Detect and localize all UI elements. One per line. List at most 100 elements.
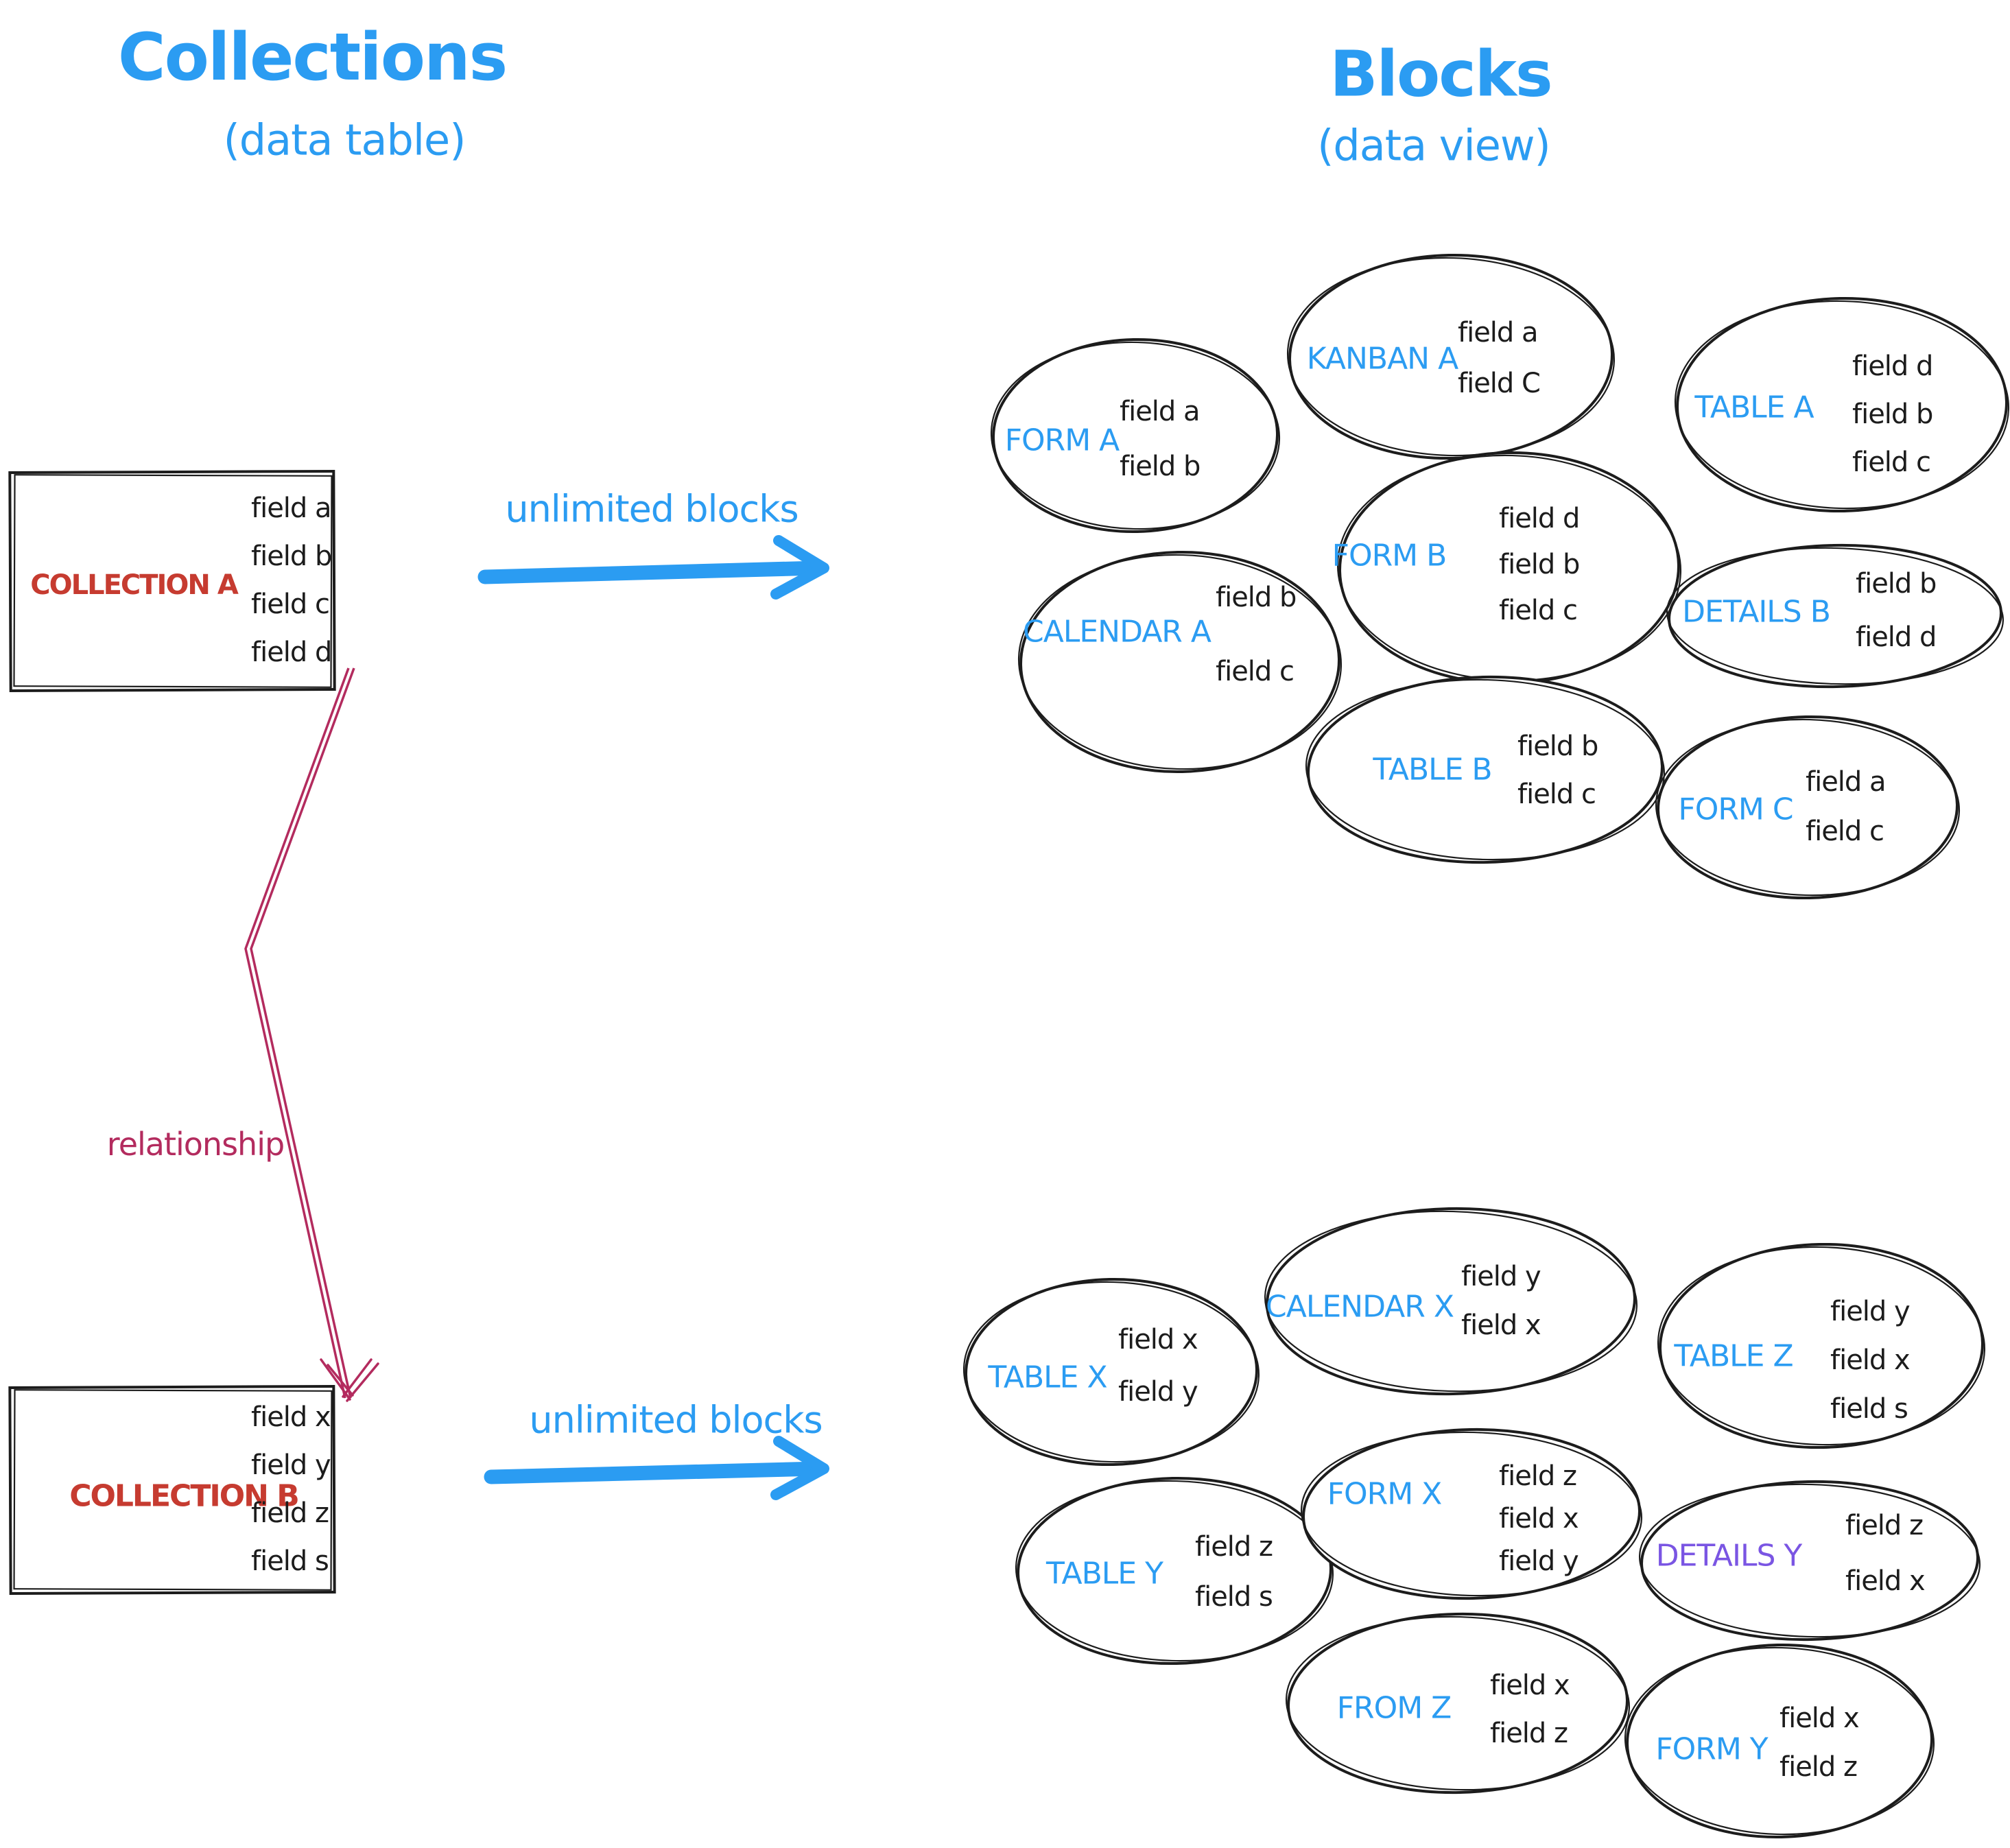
block-ellipse xyxy=(1287,1612,1629,1794)
unlimited-blocks-arrowhead xyxy=(770,1436,829,1500)
block-field: field b xyxy=(1499,549,1580,580)
block-ellipse xyxy=(1307,675,1664,864)
collection-box xyxy=(8,469,336,693)
block-field: field z xyxy=(1845,1510,1924,1541)
block-label: TABLE A xyxy=(1694,390,1814,425)
collection-field: field z xyxy=(251,1497,329,1529)
block-ellipse xyxy=(1288,253,1613,460)
unlimited-blocks-arrow xyxy=(477,560,826,584)
block-ellipse-inner-line xyxy=(962,1281,1260,1463)
blocks-title: Blocks xyxy=(1329,37,1552,111)
block-label: FORM Y xyxy=(1655,1731,1768,1767)
block-label: KANBAN A xyxy=(1306,341,1458,377)
relationship-arrowhead xyxy=(346,1362,379,1402)
block-label: TABLE B xyxy=(1373,752,1492,787)
block-ellipse-inner-line xyxy=(1624,1646,1935,1836)
blocks-subtitle: (data view) xyxy=(1317,120,1551,171)
block-field: field y xyxy=(1461,1261,1541,1292)
block-field: field x xyxy=(1780,1703,1860,1734)
block-label: FORM B xyxy=(1332,538,1447,573)
unlimited-blocks-arrowhead xyxy=(770,535,829,600)
relationship-arrow-label: relationship xyxy=(106,1126,285,1163)
collections-title: Collections xyxy=(117,20,508,95)
block-ellipse-inner-line xyxy=(1638,1483,1981,1638)
block-field: field s xyxy=(1830,1393,1908,1425)
block-field: field z xyxy=(1780,1751,1858,1783)
unlimited-blocks-label: unlimited blocks xyxy=(505,487,799,531)
block-ellipse-inner-line xyxy=(1305,678,1666,861)
block-field: field x xyxy=(1499,1503,1579,1535)
block-ellipse-inner-line xyxy=(1674,300,2010,510)
block-ellipse xyxy=(992,337,1279,534)
block-ellipse xyxy=(1266,1207,1636,1396)
block-ellipse-inner-line xyxy=(1286,257,1616,457)
collection-field: field b xyxy=(251,541,332,572)
block-label: TABLE Z xyxy=(1674,1338,1793,1374)
block-field: field C xyxy=(1458,368,1541,399)
block-ellipse xyxy=(1640,1480,1979,1642)
block-field: field z xyxy=(1195,1531,1273,1563)
collection-box xyxy=(8,1384,336,1596)
block-field: field b xyxy=(1517,731,1598,762)
block-field: field b xyxy=(1856,568,1937,600)
block-label: DETAILS Y xyxy=(1655,1538,1803,1574)
block-field: field x xyxy=(1118,1324,1198,1355)
collection-field: field y xyxy=(251,1449,331,1481)
block-field: field y xyxy=(1499,1545,1579,1577)
block-field: field z xyxy=(1499,1460,1577,1492)
block-ellipse-inner-line xyxy=(990,341,1281,530)
relationship-arrow-line xyxy=(250,667,355,1399)
block-ellipse xyxy=(1659,1242,1984,1449)
block-field: field c xyxy=(1216,656,1294,687)
block-label: FORM X xyxy=(1327,1476,1443,1512)
block-field: field d xyxy=(1499,503,1580,534)
block-label: FROM Z xyxy=(1336,1690,1452,1726)
block-field: field c xyxy=(1499,595,1578,626)
block-ellipse-inner-line xyxy=(1655,718,1961,897)
block-ellipse-inner-line xyxy=(1017,554,1343,770)
block-ellipse xyxy=(1657,715,1959,900)
block-field: field a xyxy=(1458,317,1539,348)
block-ellipse xyxy=(1017,1476,1332,1666)
block-ellipse-inner-line xyxy=(1285,1615,1631,1791)
block-ellipse xyxy=(1302,1428,1641,1600)
block-field: field d xyxy=(1852,351,1933,382)
block-field: field b xyxy=(1120,451,1201,482)
block-field: field c xyxy=(1852,447,1931,478)
relationship-arrow-line xyxy=(244,667,350,1399)
block-label: FORM A xyxy=(1004,423,1120,458)
block-label: FORM C xyxy=(1678,792,1793,827)
collection-name: COLLECTION B xyxy=(69,1478,300,1514)
block-field: field x xyxy=(1845,1565,1926,1597)
block-ellipse-inner-line xyxy=(1264,1210,1638,1393)
block-label: TABLE Y xyxy=(1046,1556,1163,1591)
block-ellipse-inner-line xyxy=(1015,1480,1334,1662)
block-field: field z xyxy=(1490,1718,1568,1749)
collection-field: field s xyxy=(251,1545,329,1577)
unlimited-blocks-arrow xyxy=(484,1461,826,1484)
block-ellipse xyxy=(1019,550,1340,774)
collection-name: COLLECTION A xyxy=(30,569,239,601)
block-field: field b xyxy=(1852,399,1933,430)
block-field: field y xyxy=(1830,1296,1911,1327)
block-field: field x xyxy=(1490,1670,1570,1701)
block-label: CALENDAR X xyxy=(1266,1289,1454,1325)
collection-box-inner-line xyxy=(13,474,333,688)
collection-field: field a xyxy=(251,493,332,524)
collection-box-inner-line xyxy=(13,1389,333,1591)
block-field: field b xyxy=(1216,582,1297,613)
collection-field: field c xyxy=(251,589,330,620)
block-field: field x xyxy=(1830,1344,1911,1376)
relationship-arrowhead xyxy=(342,1358,373,1398)
unlimited-blocks-label: unlimited blocks xyxy=(529,1398,823,1442)
block-ellipse-inner-line xyxy=(1657,1246,1986,1446)
block-field: field c xyxy=(1806,816,1884,847)
block-ellipse-inner-line xyxy=(1300,1431,1643,1597)
collections-subtitle: (data table) xyxy=(223,115,466,165)
block-field: field x xyxy=(1461,1310,1541,1341)
block-ellipse-inner-line xyxy=(1666,547,2005,685)
block-field: field a xyxy=(1120,396,1201,427)
block-field: field d xyxy=(1856,621,1937,653)
